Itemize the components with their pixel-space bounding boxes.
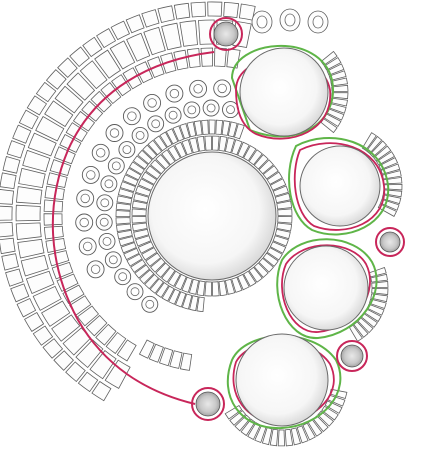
- outer-cell-large: [180, 21, 198, 47]
- outer-edge-cell: [158, 6, 174, 23]
- ring-cell-outer-core: [83, 242, 92, 251]
- outer-edge-cell: [126, 15, 144, 33]
- outer-cell: [187, 49, 200, 68]
- ring-cell-outer-core: [87, 171, 96, 180]
- outer-edge-cell: [0, 206, 12, 220]
- ring-cell-core: [103, 237, 111, 245]
- ring-cell-core: [119, 273, 127, 281]
- large-follicle-3: [284, 246, 368, 330]
- outer-cell: [201, 48, 213, 66]
- ring-cell-outer-core: [128, 112, 137, 121]
- outer-edge-cell: [111, 21, 129, 39]
- mid-radial-cell: [209, 120, 215, 134]
- outer-edge-cell: [17, 299, 35, 317]
- fringe-cell: [278, 430, 284, 446]
- inner-radial-cell: [132, 217, 146, 224]
- inner-radial-cell: [205, 136, 212, 150]
- small-sphere-4: [196, 392, 220, 416]
- outer-cell: [180, 353, 191, 370]
- outer-edge-cell: [191, 2, 206, 17]
- inner-radial-cell: [213, 282, 220, 296]
- ring-cell-outer-core: [194, 85, 203, 94]
- central-lumen: [148, 152, 276, 280]
- inner-radial-cell: [205, 282, 212, 296]
- large-follicle-2: [300, 146, 380, 226]
- mid-radial-cell: [116, 203, 131, 210]
- outer-edge-cell: [3, 157, 20, 174]
- outer-edge-cell: [7, 141, 25, 158]
- small-sphere-3: [341, 345, 363, 367]
- inner-radial-cell: [213, 136, 220, 150]
- outer-cell-large: [16, 223, 41, 240]
- outer-edge-cell: [13, 125, 31, 143]
- ring-cell-core: [188, 106, 196, 114]
- ring-cell-outer-core: [96, 149, 105, 158]
- outer-cell-large: [17, 187, 42, 204]
- ring-cell-core: [169, 111, 177, 119]
- ring-cell-outer-core: [81, 194, 90, 203]
- inner-radial-cell: [278, 209, 292, 216]
- ring-cell-core: [207, 104, 215, 112]
- ring-cell-outer-core: [91, 265, 100, 274]
- ring-cell-core: [146, 300, 154, 308]
- outer-edge-cell: [2, 254, 19, 270]
- large-follicle-4: [236, 334, 328, 426]
- outer-edge-cell: [0, 189, 14, 204]
- fringe-cell: [372, 282, 388, 288]
- ring-cell-core: [123, 146, 131, 154]
- outer-edge-cell: [0, 238, 15, 254]
- outer-edge-cell: [208, 2, 222, 16]
- outer-edge-cell: [174, 3, 190, 19]
- fringe-cell: [332, 85, 348, 91]
- outer-cell: [46, 239, 66, 253]
- mid-radial-cell: [216, 120, 223, 134]
- outer-edge-cell: [224, 2, 239, 17]
- ring-cell-outer-core: [110, 129, 119, 138]
- mid-radial-cell: [116, 218, 130, 225]
- ring-cell-outer-core: [80, 218, 89, 227]
- ring-cell-core: [227, 106, 235, 114]
- outer-cell-large: [19, 168, 46, 187]
- outer-edge-cell: [6, 269, 24, 286]
- mid-radial-cell: [202, 120, 209, 134]
- ring-cell-outer-core: [148, 99, 157, 108]
- top-oval-cells: [252, 9, 328, 33]
- ring-cell-core: [152, 120, 160, 128]
- inner-radial-cell: [132, 209, 146, 216]
- ring-cell-core: [101, 199, 109, 207]
- fringe-cell: [384, 184, 402, 190]
- outer-cell-large: [18, 239, 44, 258]
- outer-cell-large: [16, 205, 40, 221]
- outer-edge-cell: [0, 173, 16, 189]
- ring-cell-core: [112, 162, 120, 170]
- ring-cell-core: [131, 288, 139, 296]
- outer-cell: [227, 49, 240, 68]
- ring-cell-outer-core: [218, 84, 227, 93]
- ring-cell-core: [100, 218, 108, 226]
- ring-cell-core: [109, 256, 117, 264]
- ring-cell-core: [136, 131, 144, 139]
- ring-cell-core: [105, 180, 113, 188]
- outer-cell-large: [162, 23, 182, 50]
- small-sphere-2: [380, 232, 400, 252]
- fringe-cell: [332, 93, 348, 99]
- outer-edge-cell: [11, 284, 29, 302]
- mid-radial-cell: [116, 211, 130, 217]
- small-sphere-1: [214, 22, 238, 46]
- outer-edge-cell: [142, 10, 159, 28]
- inner-radial-cell: [278, 217, 292, 224]
- ring-cell-outer-core: [170, 89, 179, 98]
- outer-edge-cell: [0, 223, 13, 238]
- large-follicle-1: [240, 48, 328, 136]
